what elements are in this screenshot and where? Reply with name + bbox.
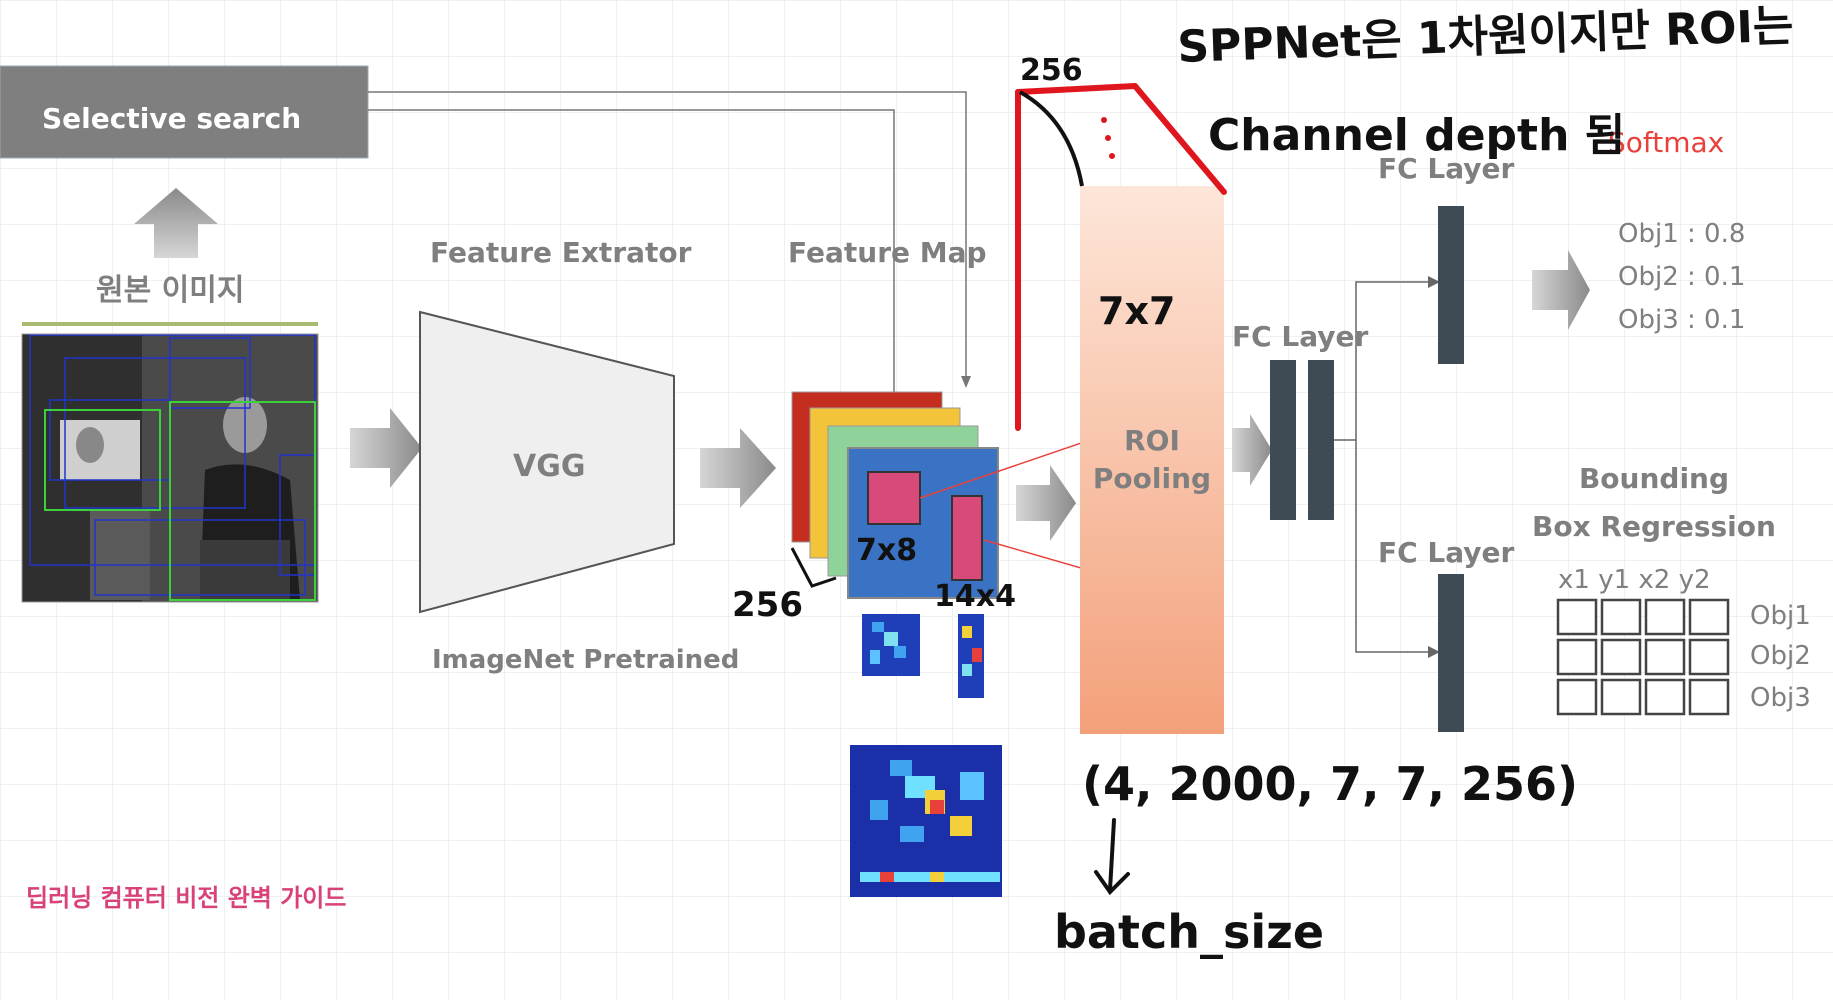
feature-extractor-label: Feature Extrator	[430, 236, 692, 269]
imagenet-label: ImageNet Pretrained	[432, 645, 739, 675]
softmax-outputs: Obj1 : 0.8 Obj2 : 0.1 Obj3 : 0.1	[1618, 219, 1745, 335]
selective-search-label: Selective search	[42, 102, 301, 135]
depth-dots	[1101, 117, 1115, 159]
arrow-right-icon	[700, 428, 776, 508]
depth-tick	[790, 547, 837, 588]
roi-pooling-block: ROI Pooling	[1080, 186, 1224, 734]
softmax-label: Softmax	[1608, 126, 1724, 159]
feature-map-stack	[791, 391, 999, 599]
bbox-label-1: Bounding	[1579, 462, 1729, 495]
heatmap-thumbnail-small-a	[862, 614, 920, 676]
fc-bar-top	[1438, 206, 1464, 364]
fc-layer-top-label: FC Layer	[1378, 152, 1515, 185]
handwritten-depth-top: 256	[1020, 53, 1083, 88]
handwritten-batch-size: batch_size	[1054, 905, 1324, 959]
roi-region-b	[951, 495, 983, 581]
arrow-right-icon	[350, 408, 422, 488]
arrow-right-icon	[1232, 414, 1272, 486]
handwritten-roi-a: 7x8	[856, 533, 917, 568]
arrow-right-icon	[1532, 250, 1590, 330]
handwritten-roi-b: 14x4	[934, 579, 1016, 614]
bbox-coords-header: x1 y1 x2 y2	[1558, 565, 1711, 595]
heatmap-thumbnail-large	[850, 745, 1002, 897]
fc-layer-bottom-label: FC Layer	[1378, 536, 1515, 569]
roi-region-a	[867, 471, 921, 525]
fc-bar-mid-1	[1270, 360, 1296, 520]
original-image	[21, 322, 319, 603]
vgg-feature-extractor: VGG	[419, 310, 675, 614]
bbox-row-1: Obj1	[1750, 601, 1811, 631]
feature-map-label: Feature Map	[788, 236, 987, 269]
fc-bar-mid-2	[1308, 360, 1334, 520]
branch-connectors	[1334, 281, 1436, 653]
bbox-grid	[1556, 598, 1730, 716]
fc-layer-mid-label: FC Layer	[1232, 320, 1369, 353]
bbox-row-3: Obj3	[1750, 683, 1811, 713]
bbox-label-2: Box Regression	[1532, 510, 1776, 543]
handwritten-note-line1: SPPNet은 1차원이지만 ROI는	[1177, 1, 1795, 73]
depth-arc	[1019, 90, 1084, 187]
softmax-output-2: Obj2 : 0.1	[1618, 262, 1745, 292]
channel-depth-sketch	[1015, 83, 1227, 431]
footer-credit: 딥러닝 컴퓨터 비전 완벽 가이드	[26, 884, 346, 912]
roi-label: ROI	[1124, 424, 1180, 457]
pooling-label: Pooling	[1093, 462, 1211, 495]
fc-bar-bottom	[1438, 574, 1464, 732]
softmax-output-1: Obj1 : 0.8	[1618, 219, 1745, 249]
down-arrow-icon	[1094, 818, 1130, 896]
vgg-label: VGG	[513, 449, 585, 484]
up-arrow-icon	[134, 188, 218, 258]
bbox-row-2: Obj2	[1750, 641, 1811, 671]
handwritten-7x7: 7x7	[1098, 289, 1175, 333]
handwritten-depth-left: 256	[732, 585, 803, 625]
softmax-output-3: Obj3 : 0.1	[1618, 305, 1745, 335]
heatmap-thumbnail-small-b	[958, 614, 984, 698]
selective-search-box: Selective search	[0, 65, 369, 159]
original-image-label: 원본 이미지	[96, 273, 244, 308]
arrow-right-icon	[1016, 465, 1076, 541]
handwritten-shape: (4, 2000, 7, 7, 256)	[1082, 757, 1578, 811]
handwritten-note-line2: Channel depth 됨	[1208, 110, 1625, 161]
